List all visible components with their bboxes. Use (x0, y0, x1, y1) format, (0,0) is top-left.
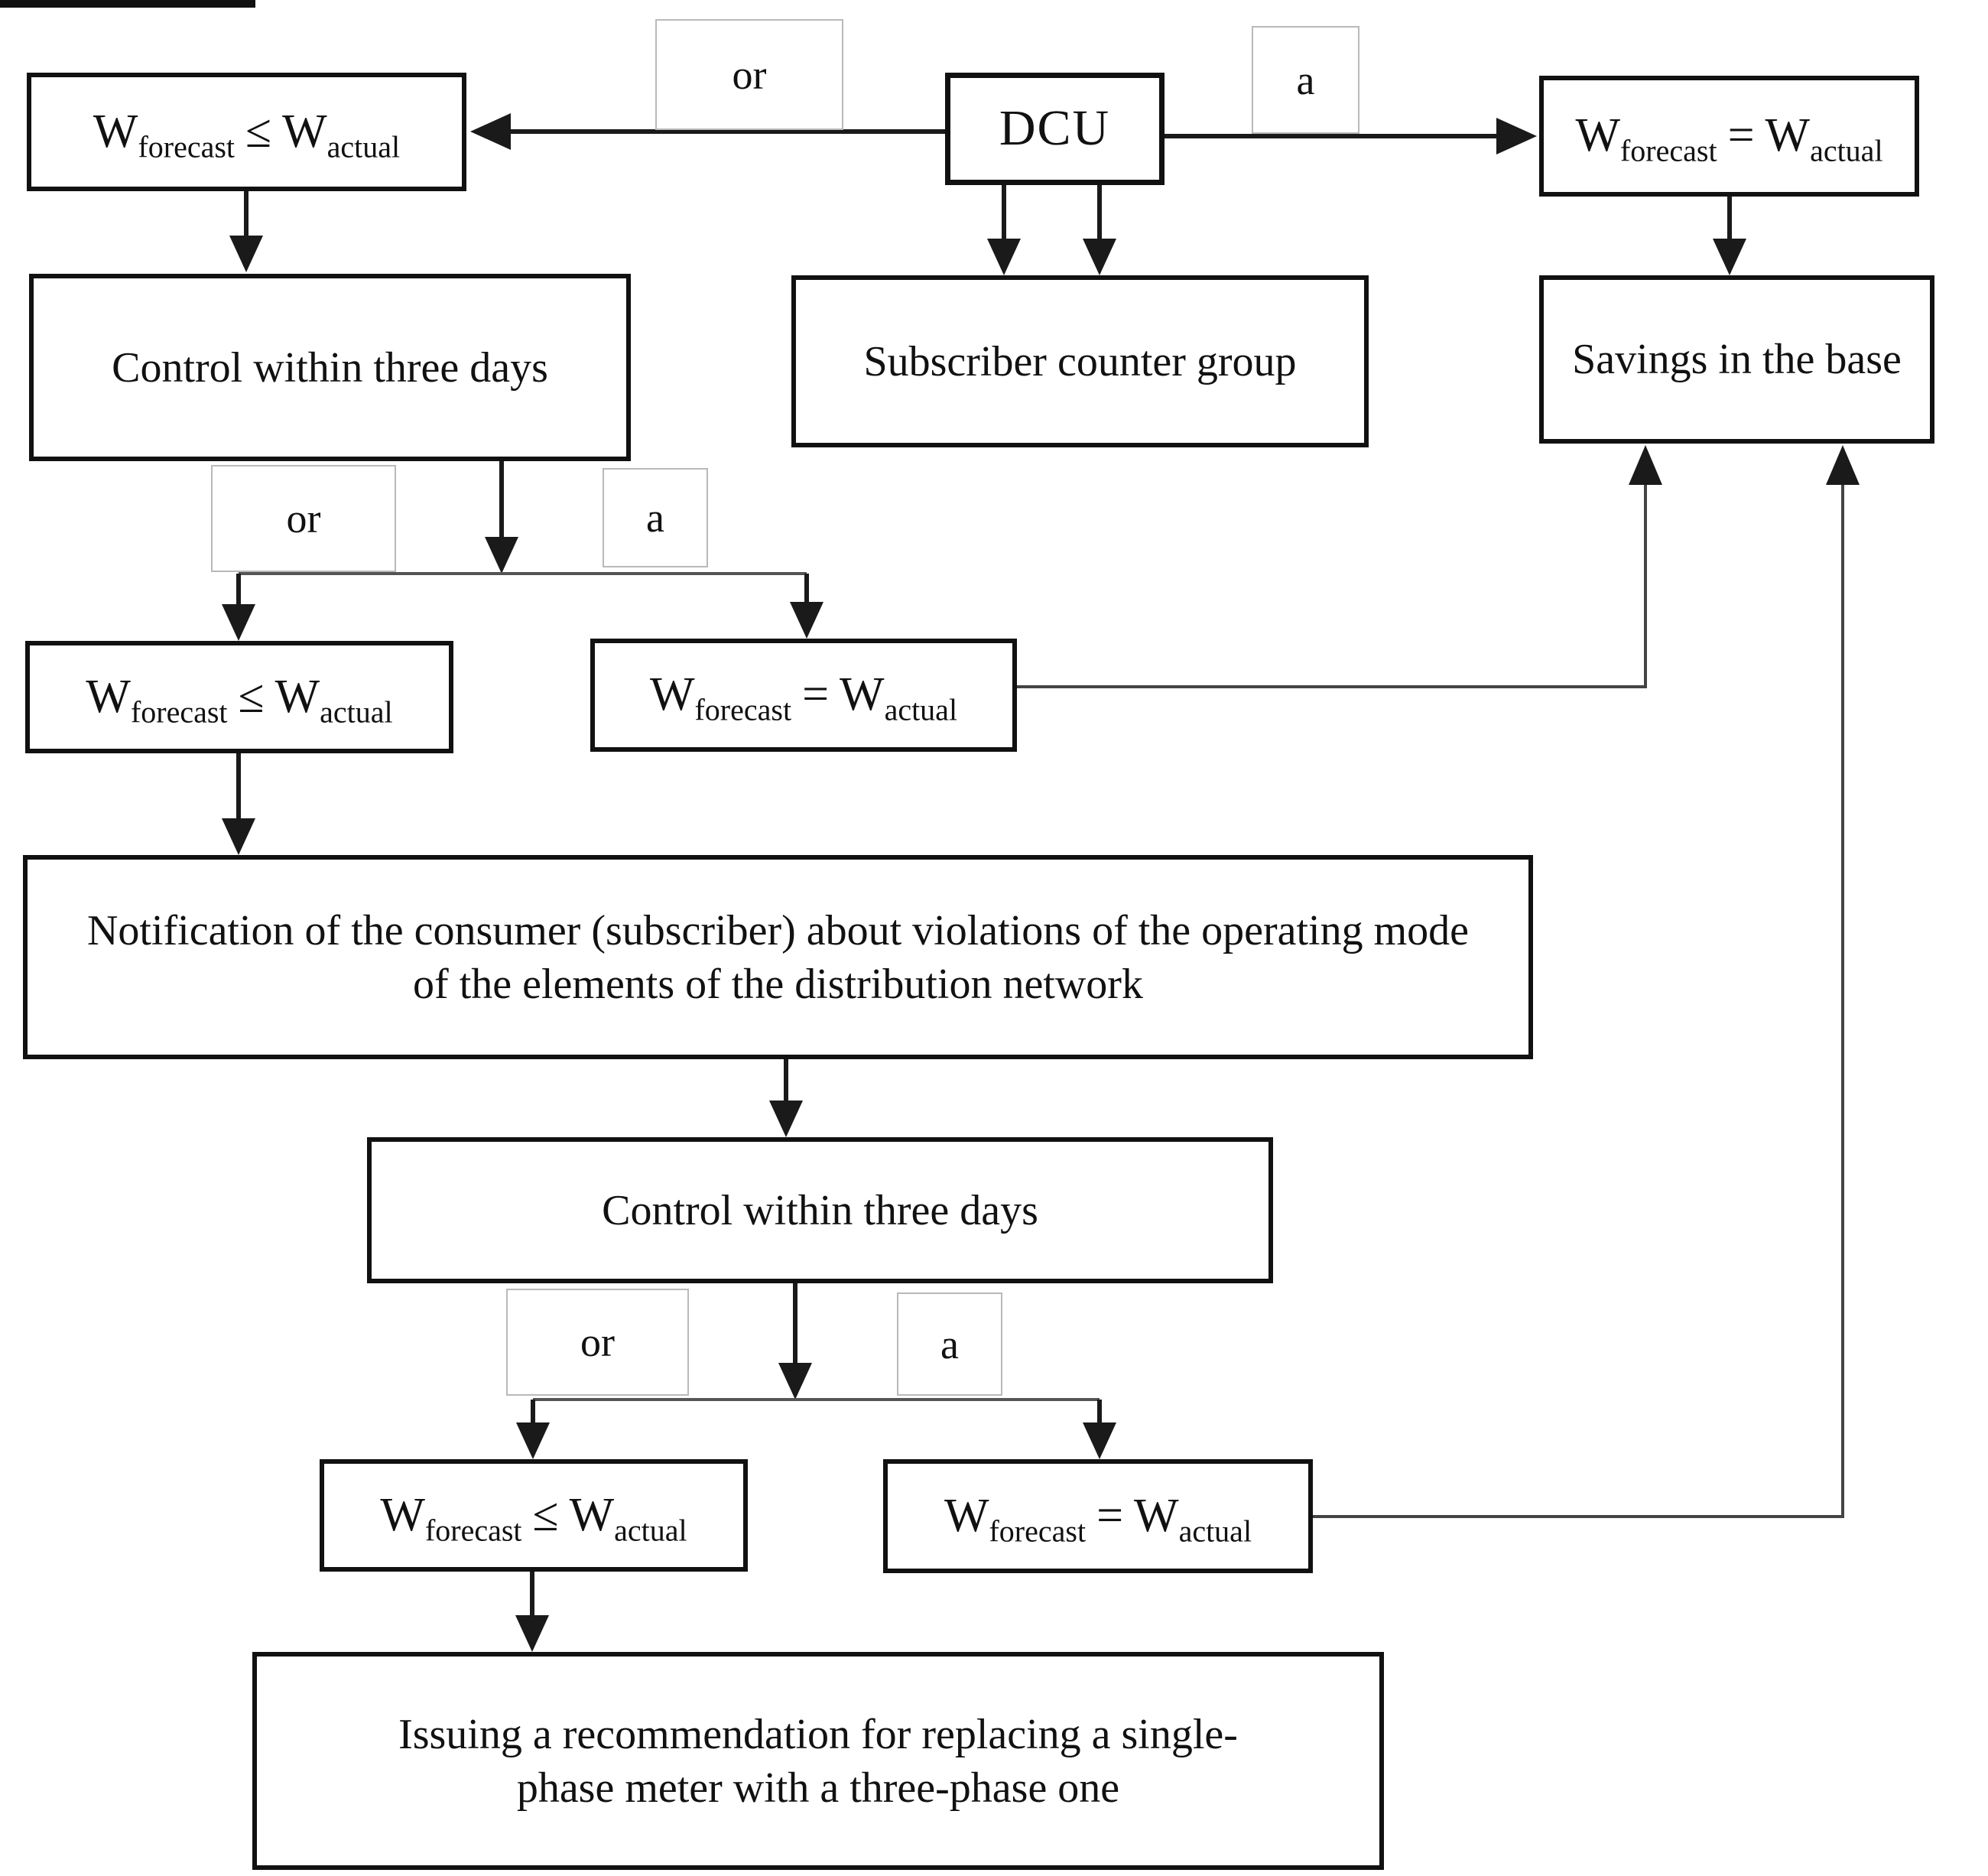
arrow-dcu-to-forecast-le-1 (470, 113, 945, 150)
node-w-forecast-le-actual-2: Wforecast≤Wactual (25, 641, 453, 753)
edge-label-or-2: or (211, 465, 396, 572)
node-w-forecast-eq-actual-3: Wforecast=Wactual (883, 1459, 1313, 1573)
arrow-le2-to-notification (222, 753, 255, 855)
node-w-forecast-eq-actual-1: Wforecast=Wactual (1539, 76, 1919, 197)
node-issuing-recommendation: Issuing a recommendation for replacing a… (252, 1652, 1384, 1870)
node-notification: Notification of the consumer (subscriber… (23, 855, 1533, 1059)
arrow-dcu-to-subscriber-right (1083, 185, 1116, 275)
arrow-control2-to-split2 (778, 1283, 812, 1400)
node-control-within-three-days-2: Control within three days (367, 1137, 1273, 1283)
node-subscriber-counter-group: Subscriber counter group (791, 275, 1369, 447)
arrow-split1-to-eq2 (790, 574, 823, 639)
node-dcu: DCU (945, 73, 1165, 185)
node-w-forecast-le-actual-3: Wforecast≤Wactual (320, 1459, 748, 1572)
node-w-forecast-eq-actual-2: Wforecast=Wactual (590, 639, 1017, 752)
feedback-eq2-to-savings (1017, 445, 1662, 688)
arrow-le1-to-control1 (229, 191, 263, 272)
arrow-le3-to-issuing (515, 1572, 549, 1652)
arrow-dcu-to-subscriber-left (987, 185, 1021, 275)
arrow-control1-to-split1 (485, 461, 518, 574)
feedback-eq3-to-savings (1313, 445, 1860, 1518)
node-w-forecast-le-actual-1: Wforecast≤Wactual (27, 73, 466, 191)
arrow-split1-to-le2 (222, 574, 255, 641)
arrow-notification-to-control2 (769, 1059, 803, 1137)
edge-label-or-3: or (506, 1289, 689, 1396)
top-edge-artifact (0, 0, 255, 8)
arrow-split2-to-eq3 (1083, 1400, 1116, 1459)
node-savings-in-the-base: Savings in the base (1539, 275, 1934, 444)
node-control-within-three-days-1: Control within three days (29, 274, 631, 461)
edge-label-and-1: a (1252, 26, 1359, 134)
arrow-dcu-to-forecast-eq-1 (1165, 118, 1537, 154)
edge-label-or-1: or (655, 19, 843, 130)
edge-label-and-3: a (897, 1292, 1002, 1396)
edge-label-and-2: a (603, 468, 708, 567)
arrow-split2-to-le3 (516, 1400, 550, 1459)
arrow-eq1-to-savings (1713, 197, 1746, 275)
